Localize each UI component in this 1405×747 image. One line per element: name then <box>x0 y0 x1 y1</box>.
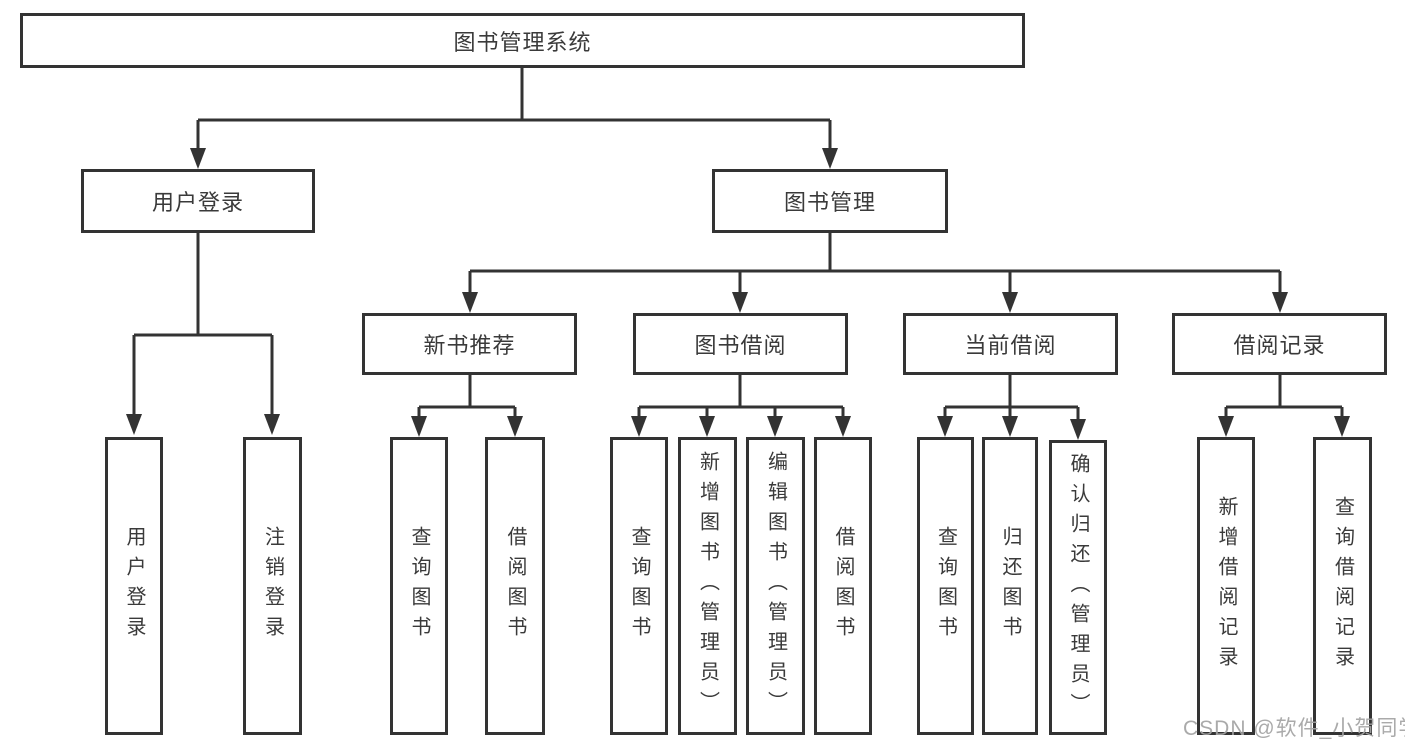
arrowhead-down-icon <box>1334 416 1350 437</box>
arrowhead-down-icon <box>411 416 427 437</box>
leaf-confirm-return-admin: 确认归还（管理员） <box>1049 440 1107 735</box>
arrowhead-down-icon <box>264 414 280 435</box>
leaf-query-borrow-record: 查询借阅记录 <box>1313 437 1372 735</box>
node-user-login-label: 用户登录 <box>151 190 244 215</box>
leaf-borrow-books-1-label: 借阅图书 <box>504 526 526 646</box>
arrowhead-down-icon <box>462 292 478 313</box>
node-new-book-recommend: 新书推荐 <box>362 313 577 375</box>
arrowhead-down-icon <box>699 416 715 437</box>
leaf-user-login-label: 用户登录 <box>123 526 145 646</box>
arrowhead-down-icon <box>1272 292 1288 313</box>
arrowhead-down-icon <box>1002 292 1018 313</box>
arrowhead-down-icon <box>190 148 206 169</box>
arrowhead-down-icon <box>631 416 647 437</box>
arrowhead-down-icon <box>822 148 838 169</box>
arrowhead-down-icon <box>1218 416 1234 437</box>
arrowhead-down-icon <box>1002 416 1018 437</box>
node-current-borrowing-label: 当前借阅 <box>964 333 1057 358</box>
leaf-query-books-3-label: 查询图书 <box>934 526 957 646</box>
leaf-borrow-books-2-label: 借阅图书 <box>832 526 854 646</box>
leaf-return-books: 归还图书 <box>982 437 1038 735</box>
leaf-return-books-label: 归还图书 <box>999 526 1021 646</box>
leaf-add-books-admin: 新增图书（管理员） <box>678 437 737 735</box>
leaf-edit-books-admin: 编辑图书（管理员） <box>746 437 805 735</box>
leaf-query-borrow-record-label: 查询借阅记录 <box>1331 496 1354 676</box>
arrowhead-down-icon <box>937 416 953 437</box>
node-current-borrowing: 当前借阅 <box>903 313 1118 375</box>
leaf-add-borrow-record-label: 新增借阅记录 <box>1215 496 1237 676</box>
node-root-label: 图书管理系统 <box>453 29 592 55</box>
arrowhead-down-icon <box>732 292 748 313</box>
arrowhead-down-icon <box>126 414 142 435</box>
leaf-user-login: 用户登录 <box>105 437 163 735</box>
node-user-login: 用户登录 <box>81 169 315 233</box>
node-borrowing-records: 借阅记录 <box>1172 313 1387 375</box>
leaf-query-books-1-label: 查询图书 <box>408 526 430 646</box>
leaf-borrow-books-1: 借阅图书 <box>485 437 545 735</box>
leaf-query-books-2: 查询图书 <box>610 437 668 735</box>
leaf-query-books-1: 查询图书 <box>390 437 448 735</box>
connector-path <box>132 68 1344 424</box>
leaf-logout-label: 注销登录 <box>261 526 284 646</box>
leaf-query-books-3: 查询图书 <box>917 437 974 735</box>
node-book-borrowing-label: 图书借阅 <box>694 333 787 358</box>
node-book-management-label: 图书管理 <box>783 190 876 215</box>
leaf-query-books-2-label: 查询图书 <box>628 526 650 646</box>
leaf-add-borrow-record: 新增借阅记录 <box>1197 437 1255 735</box>
watermark: CSDN @软件_小贺同学 <box>1183 717 1405 740</box>
arrowhead-down-icon <box>835 416 851 437</box>
leaf-edit-books-admin-label: 编辑图书（管理员） <box>764 451 787 721</box>
node-borrowing-records-label: 借阅记录 <box>1233 333 1326 358</box>
leaf-confirm-return-admin-label: 确认归还（管理员） <box>1067 452 1089 723</box>
leaf-borrow-books-2: 借阅图书 <box>814 437 872 735</box>
node-root: 图书管理系统 <box>20 13 1025 68</box>
node-book-borrowing: 图书借阅 <box>633 313 848 375</box>
arrowhead-down-icon <box>507 416 523 437</box>
arrowhead-down-icon <box>767 416 783 437</box>
leaf-logout: 注销登录 <box>243 437 302 735</box>
node-new-book-recommend-label: 新书推荐 <box>423 333 516 358</box>
arrowhead-down-icon <box>1070 419 1086 440</box>
node-book-management: 图书管理 <box>712 169 948 233</box>
leaf-add-books-admin-label: 新增图书（管理员） <box>696 451 719 721</box>
